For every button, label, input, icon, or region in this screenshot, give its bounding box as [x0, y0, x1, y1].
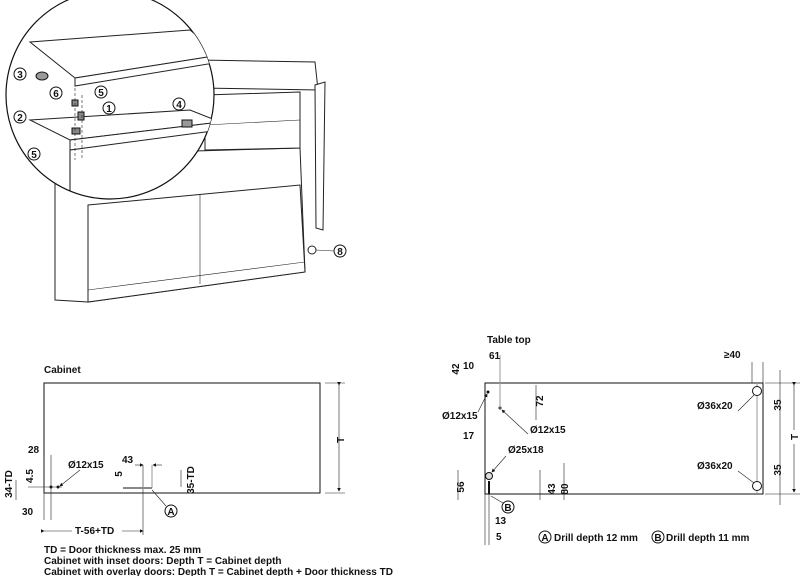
svg-text:Drill depth 11 mm: Drill depth 11 mm	[666, 533, 749, 544]
callout-6: 6	[49, 86, 63, 100]
note-2: Cabinet with inset doors: Depth T = Cabi…	[44, 556, 282, 567]
cabinet-plan: Cabinet T 28 Ø12x15 4.5 34-TD 30 T-56+TD…	[4, 365, 393, 576]
svg-text:13: 13	[495, 516, 507, 527]
svg-text:5: 5	[496, 532, 502, 543]
svg-text:42: 42	[451, 363, 462, 375]
callout-1: 1	[102, 101, 116, 115]
svg-text:3: 3	[17, 70, 23, 81]
callout-5a: 5	[94, 85, 108, 99]
svg-text:5: 5	[31, 150, 37, 161]
svg-text:5: 5	[114, 471, 125, 477]
magnifier-detail	[5, 0, 215, 200]
callout-3: 3	[13, 67, 27, 81]
note-3: Cabinet with overlay doors: Depth T = Ca…	[44, 567, 393, 576]
svg-text:35-TD: 35-TD	[186, 466, 197, 494]
svg-text:Ø12x15: Ø12x15	[68, 460, 104, 471]
svg-text:B: B	[654, 533, 661, 544]
svg-text:56: 56	[456, 481, 467, 493]
svg-text:4: 4	[176, 100, 182, 111]
legend-a: A	[538, 530, 552, 544]
svg-text:30: 30	[22, 507, 34, 518]
svg-text:1: 1	[106, 104, 112, 115]
tabletop-outline	[484, 382, 764, 495]
svg-text:T-56+TD: T-56+TD	[75, 526, 114, 537]
callout-2: 2	[13, 110, 27, 124]
svg-text:34-TD: 34-TD	[4, 470, 15, 498]
svg-text:Ø12x15: Ø12x15	[442, 411, 478, 422]
svg-text:43: 43	[547, 483, 558, 495]
tabletop-title: Table top	[487, 335, 531, 346]
note-1: TD = Door thickness max. 25 mm	[44, 545, 201, 556]
legend-b: B	[651, 530, 665, 544]
svg-text:Ø25x18: Ø25x18	[508, 445, 544, 456]
svg-text:17: 17	[463, 431, 475, 442]
svg-text:Ø12x15: Ø12x15	[530, 425, 566, 436]
svg-text:35: 35	[773, 399, 784, 411]
callout-5b: 5	[27, 147, 41, 161]
svg-text:≥40: ≥40	[724, 350, 741, 361]
svg-text:61: 61	[489, 351, 501, 362]
svg-text:80: 80	[560, 483, 571, 495]
part-callouts: 1 2 3 4 5 5 6 8	[13, 67, 347, 258]
svg-text:B: B	[504, 503, 511, 514]
cabinet-outline	[43, 382, 321, 494]
tabletop-plan: Table top 42 10 61 Ø12x15 72 Ø12x15 17 Ø…	[442, 335, 800, 545]
svg-text:Ø36x20: Ø36x20	[697, 461, 733, 472]
svg-text:T: T	[336, 437, 347, 443]
svg-text:43: 43	[122, 455, 134, 466]
svg-text:A: A	[541, 533, 548, 544]
svg-text:Drill depth 12 mm: Drill depth 12 mm	[554, 533, 638, 544]
svg-text:Ø36x20: Ø36x20	[697, 401, 733, 412]
svg-text:72: 72	[535, 395, 546, 407]
svg-text:35: 35	[773, 464, 784, 476]
svg-text:4.5: 4.5	[25, 469, 36, 483]
svg-text:5: 5	[98, 88, 104, 99]
svg-text:28: 28	[28, 445, 40, 456]
svg-text:A: A	[167, 507, 174, 518]
cabinet-title: Cabinet	[44, 365, 81, 376]
marker-b: B	[501, 500, 515, 514]
callout-4: 4	[172, 97, 186, 111]
svg-text:6: 6	[53, 89, 59, 100]
svg-text:2: 2	[17, 113, 23, 124]
svg-text:8: 8	[337, 247, 343, 258]
marker-a: A	[164, 504, 178, 518]
svg-text:10: 10	[463, 361, 475, 372]
callout-8: 8	[333, 244, 347, 258]
svg-text:T: T	[790, 434, 800, 440]
